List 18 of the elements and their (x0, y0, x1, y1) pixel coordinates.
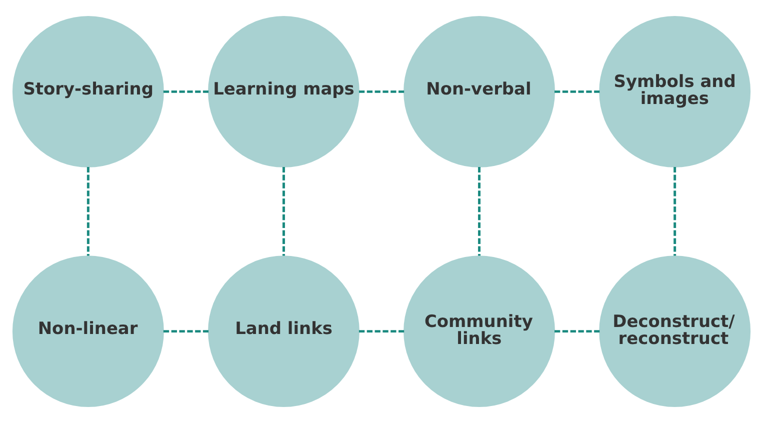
node-circle: Non-linear (12, 255, 164, 407)
node-circle: Symbols and images (599, 15, 751, 167)
connector (554, 330, 600, 332)
node-circle: Community links (404, 255, 555, 407)
node-circle: Story-sharing (12, 15, 164, 167)
node-circle: Learning maps (208, 15, 360, 167)
node-circle: Non-verbal (404, 15, 555, 167)
connector (358, 90, 404, 92)
node-circle: Deconstruct/ reconstruct (599, 255, 751, 407)
connector (674, 166, 676, 256)
node-circle: Land links (208, 255, 360, 407)
connector (86, 166, 90, 256)
connector (163, 330, 209, 332)
connector (163, 90, 209, 92)
connector (554, 90, 600, 92)
connector (358, 330, 404, 332)
connector (282, 166, 285, 256)
connector (478, 166, 481, 256)
